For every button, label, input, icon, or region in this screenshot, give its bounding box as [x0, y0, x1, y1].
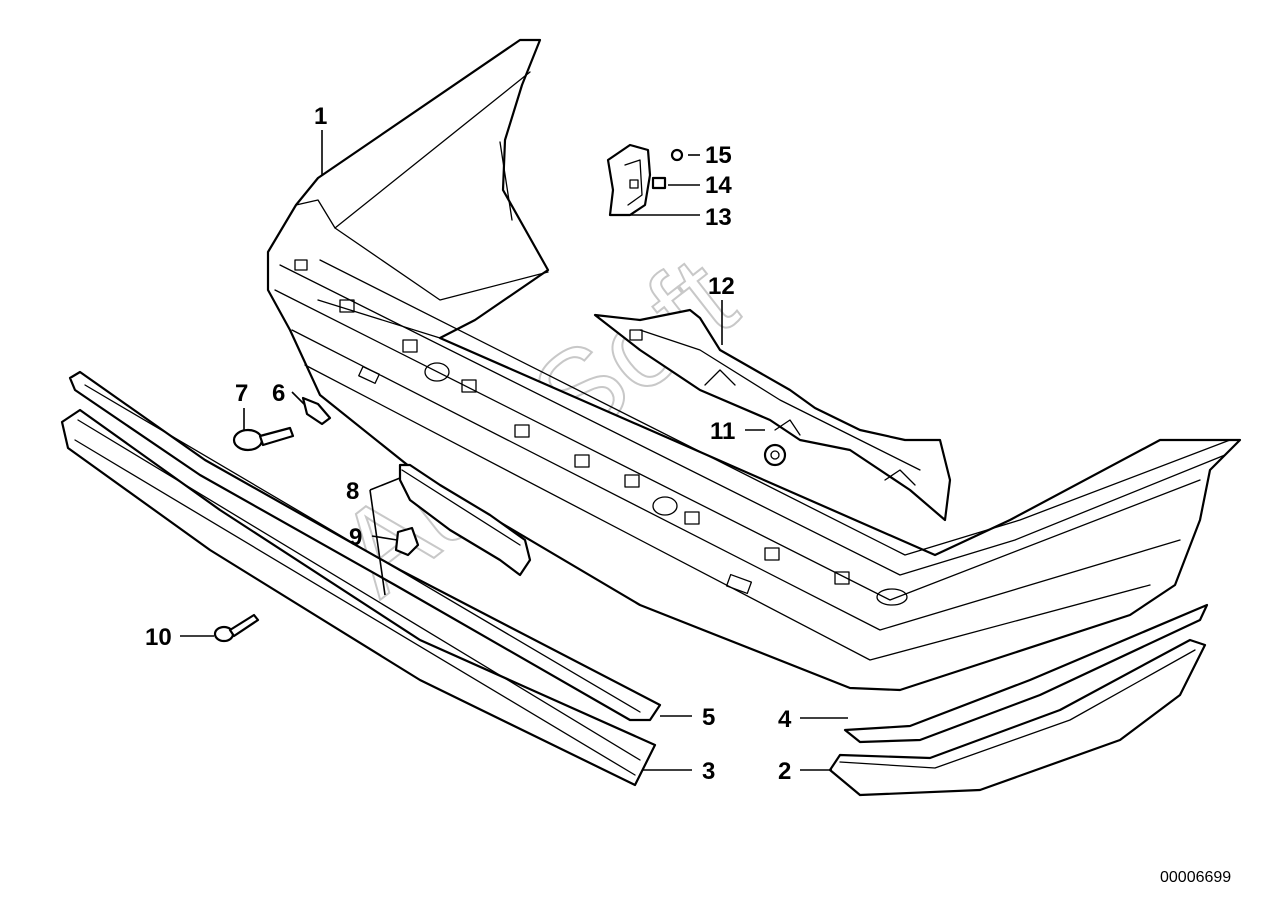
lower-trim-strip-right [828, 638, 1207, 797]
callouts: 1 15 14 13 12 11 7 6 8 9 10 5 3 4 2 [145, 103, 792, 785]
callout-6: 6 [272, 380, 285, 407]
callout-10: 10 [145, 624, 172, 651]
mounting-bracket [606, 143, 652, 217]
clip [394, 526, 420, 557]
callout-12: 12 [708, 273, 735, 300]
callout-4: 4 [778, 706, 792, 733]
callout-8: 8 [346, 478, 359, 505]
towing-eye [232, 426, 295, 452]
small-clip [670, 148, 684, 162]
callout-11: 11 [710, 418, 735, 445]
clip-nut [651, 176, 667, 190]
trim-strip [398, 463, 532, 577]
screw [213, 613, 260, 643]
diagram-number: 00006699 [1160, 869, 1231, 886]
lower-trim-strip-left [60, 408, 657, 787]
callout-2: 2 [778, 758, 791, 785]
callout-13: 13 [705, 204, 732, 231]
callout-14: 14 [705, 172, 732, 199]
upper-trim-strip-right [843, 603, 1209, 744]
bumper-bracket [593, 308, 952, 522]
callout-5: 5 [702, 704, 715, 731]
grommet [763, 443, 787, 467]
leader-lines [180, 130, 848, 771]
clip-slots [294, 259, 850, 585]
callout-9: 9 [349, 524, 362, 551]
callout-15: 15 [705, 142, 732, 169]
cover-cap [301, 396, 332, 426]
callout-1: 1 [314, 103, 327, 130]
callout-7: 7 [235, 380, 248, 407]
callout-3: 3 [702, 758, 715, 785]
upper-trim-strip-left [68, 370, 662, 722]
